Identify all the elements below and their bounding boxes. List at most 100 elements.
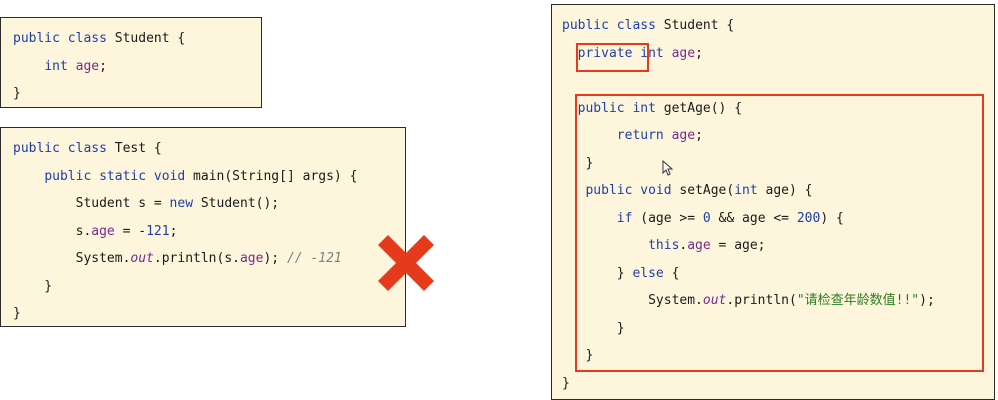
mouse-cursor-icon — [662, 160, 674, 176]
code-line: } — [13, 305, 21, 323]
code-token: static — [99, 168, 147, 184]
code-line: return age; — [562, 127, 703, 145]
code-line: System.out.println("请检查年龄数值!!"); — [562, 292, 935, 310]
code-token: age — [671, 128, 696, 143]
code-token: public — [585, 183, 633, 198]
code-token: ); — [919, 293, 935, 308]
code-token: int — [734, 183, 758, 198]
code-token: public — [577, 100, 625, 116]
code-token: = age; — [710, 238, 766, 253]
code-token: age — [75, 58, 100, 74]
code-token: { — [663, 265, 680, 281]
code-token: main(String[] args) { — [185, 168, 358, 184]
code-box-test: public class Test { public static void m… — [0, 127, 406, 327]
code-token: // -121 — [286, 251, 342, 266]
code-token: age — [91, 223, 115, 239]
code-token: } — [562, 155, 594, 171]
code-token: out — [702, 293, 727, 308]
code-token: (age >= — [632, 210, 703, 226]
code-line: } — [562, 320, 625, 338]
code-token: new — [169, 196, 194, 211]
code-line: } — [562, 375, 570, 393]
code-token: age — [671, 45, 696, 61]
code-box-student-encapsulated: public class Student { private int age; … — [551, 4, 995, 400]
code-token: System. — [13, 251, 131, 266]
private-highlight — [576, 43, 649, 72]
code-token: } — [13, 278, 53, 294]
code-line: public class Student { — [13, 30, 185, 48]
code-line: if (age >= 0 && age <= 200) { — [562, 210, 844, 228]
code-token: void — [153, 168, 186, 184]
code-token: "请检查年龄数值!!" — [796, 293, 920, 308]
code-token — [146, 169, 154, 184]
code-token: . — [679, 238, 688, 253]
code-token: ) { — [820, 210, 844, 226]
code-token: int — [632, 100, 656, 116]
code-token: public — [13, 31, 60, 46]
code-token — [13, 169, 44, 184]
code-token: 0 — [702, 210, 711, 226]
code-token: } — [562, 265, 633, 281]
code-token: Test { — [106, 141, 162, 156]
code-box-student-plain: public class Student { int age;} — [0, 17, 262, 108]
code-token: age) { — [757, 183, 813, 198]
code-token: Student { — [655, 18, 735, 33]
cross-mark-shape — [378, 235, 434, 291]
code-token: Student s = — [13, 196, 170, 211]
methods-highlight — [575, 94, 984, 372]
code-token: return — [616, 128, 664, 143]
code-line: public int getAge() { — [562, 100, 742, 118]
code-line: } — [13, 278, 52, 296]
code-token: age — [687, 238, 711, 253]
code-token: } — [562, 320, 625, 336]
code-line: public static void main(String[] args) { — [13, 168, 357, 186]
code-token: setAge( — [671, 183, 735, 198]
code-token — [664, 46, 672, 61]
code-token: } — [13, 306, 21, 321]
code-line: } — [13, 85, 21, 103]
code-token: 121 — [146, 223, 170, 239]
code-line: } else { — [562, 265, 680, 283]
code-token — [60, 31, 68, 46]
code-token: } — [562, 375, 570, 391]
code-token: && age <= — [710, 210, 797, 226]
code-token: .println( — [726, 293, 797, 308]
code-token: } — [562, 348, 594, 363]
code-line: public class Test { — [13, 140, 162, 158]
code-line: public class Student { — [562, 17, 734, 35]
code-token: public — [562, 18, 609, 33]
code-token: public — [13, 141, 60, 156]
code-line: public void setAge(int age) { — [562, 182, 813, 200]
code-token: class — [67, 141, 107, 156]
code-token: age — [239, 251, 264, 266]
code-line: } — [562, 155, 593, 173]
code-token: = - — [114, 223, 147, 239]
code-token: 200 — [796, 210, 821, 226]
code-token: void — [640, 183, 672, 198]
code-token: ; — [695, 128, 703, 143]
code-line: s.age = -121; — [13, 223, 178, 241]
code-token — [91, 169, 99, 184]
code-token: class — [616, 18, 656, 33]
code-token — [609, 18, 617, 33]
code-line: } — [562, 347, 593, 365]
code-token: this — [648, 238, 680, 253]
code-token: s. — [13, 223, 92, 239]
code-token: class — [67, 31, 107, 46]
code-token: else — [632, 265, 664, 281]
code-token: ); — [263, 251, 287, 266]
code-token: } — [13, 86, 21, 101]
code-token: int — [44, 58, 68, 74]
code-token: System. — [562, 293, 703, 308]
code-token: Student(); — [193, 196, 280, 211]
code-token: public — [44, 168, 92, 184]
code-token — [68, 59, 76, 74]
code-token — [13, 59, 44, 74]
code-token: .println(s. — [153, 251, 240, 266]
code-line: this.age = age; — [562, 237, 766, 255]
code-token: Student { — [106, 31, 186, 46]
code-line: int age; — [13, 58, 107, 76]
code-token — [60, 141, 68, 156]
code-token: ; — [99, 58, 107, 74]
code-token: ; — [169, 223, 178, 239]
